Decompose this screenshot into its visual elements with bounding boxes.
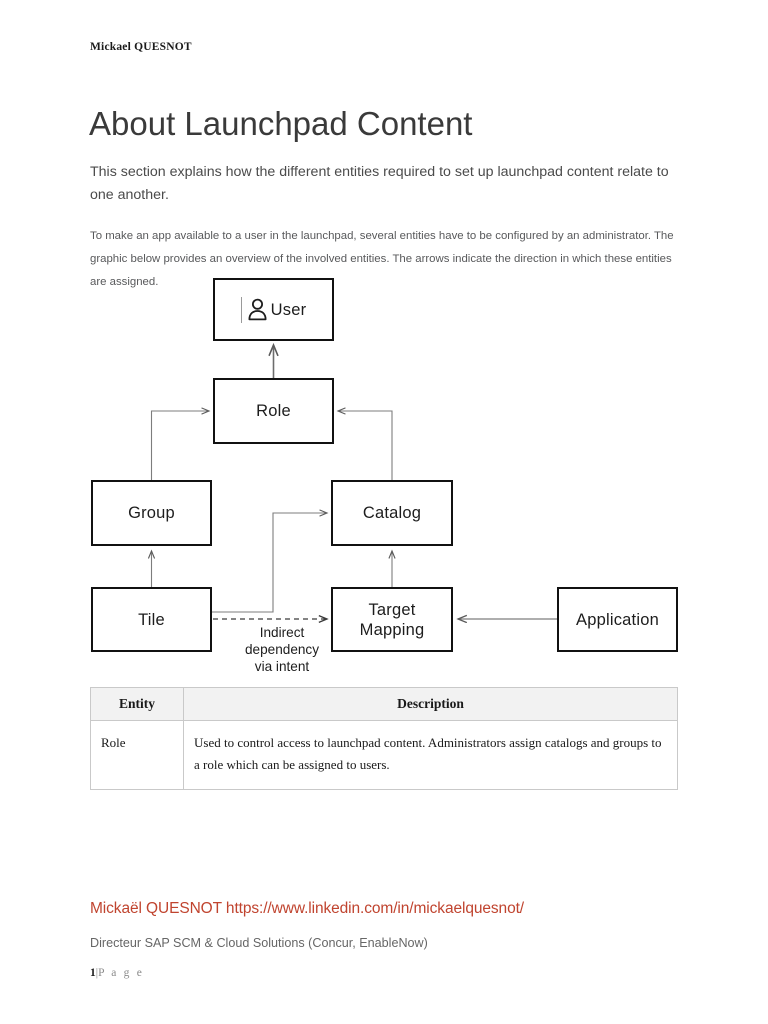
entity-description-table: Entity Description Role Used to control … (90, 687, 678, 790)
column-header-entity: Entity (90, 687, 184, 721)
diagram-node-application-label: Application (576, 610, 659, 629)
footer-linkedin-link[interactable]: Mickaël QUESNOT https://www.linkedin.com… (90, 900, 525, 917)
footer-page-number: 1|P a g e (90, 967, 144, 979)
cell-entity-role: Role (90, 720, 184, 790)
diagram-node-group-label: Group (128, 504, 175, 522)
column-header-description: Description (183, 687, 678, 721)
diagram-node-target-mapping-label: Target Mapping (360, 600, 425, 640)
diagram-node-application[interactable]: Application (557, 587, 678, 652)
diagram-node-target-mapping[interactable]: Target Mapping (331, 587, 453, 652)
cell-description-role: Used to control access to launchpad cont… (183, 720, 678, 790)
body-paragraph: To make an app available to a user in th… (90, 230, 674, 289)
page-title: About Launchpad Content (89, 105, 473, 143)
table-body: Role Used to control access to launchpad… (90, 720, 678, 790)
user-icon (248, 298, 267, 321)
running-header: Mickael QUESNOT (90, 41, 192, 53)
diagram-node-catalog[interactable]: Catalog (331, 480, 453, 546)
edge-label-line-2: dependency (244, 642, 320, 657)
edge-tile-to-catalog (212, 513, 327, 613)
diagram-node-role-label: Role (256, 402, 291, 420)
diagram-node-user[interactable]: User (213, 278, 334, 341)
intro-paragraph: This section explains how the different … (90, 164, 669, 204)
table-row: Role Used to control access to launchpad… (90, 720, 678, 790)
page-number-value: 1 (90, 967, 96, 979)
edge-label-line-1: Indirect (259, 625, 305, 640)
target-mapping-line-2: Mapping (359, 620, 425, 639)
edge-label-line-3: via intent (254, 659, 310, 674)
user-node-content: User (240, 296, 307, 323)
table-head: Entity Description (90, 687, 678, 721)
page-word: P a g e (98, 967, 145, 979)
diagram-node-tile-label: Tile (138, 610, 165, 629)
diagram-node-group[interactable]: Group (91, 480, 212, 546)
diagram-node-user-label: User (270, 300, 307, 319)
diagram-node-catalog-label: Catalog (362, 504, 422, 522)
edge-label-indirect-dependency: Indirect dependency via intent (222, 624, 342, 675)
diagram-node-role[interactable]: Role (213, 378, 334, 444)
target-mapping-line-1: Target (368, 600, 416, 619)
table-header-row: Entity Description (90, 687, 678, 721)
diagram-node-tile[interactable]: Tile (91, 587, 212, 652)
edge-group-to-role (150, 411, 210, 480)
edge-catalog-to-role (338, 411, 393, 480)
page-separator: | (95, 967, 99, 979)
user-divider-rule (240, 296, 242, 323)
footer-subtitle: Directeur SAP SCM & Cloud Solutions (Con… (90, 936, 428, 950)
